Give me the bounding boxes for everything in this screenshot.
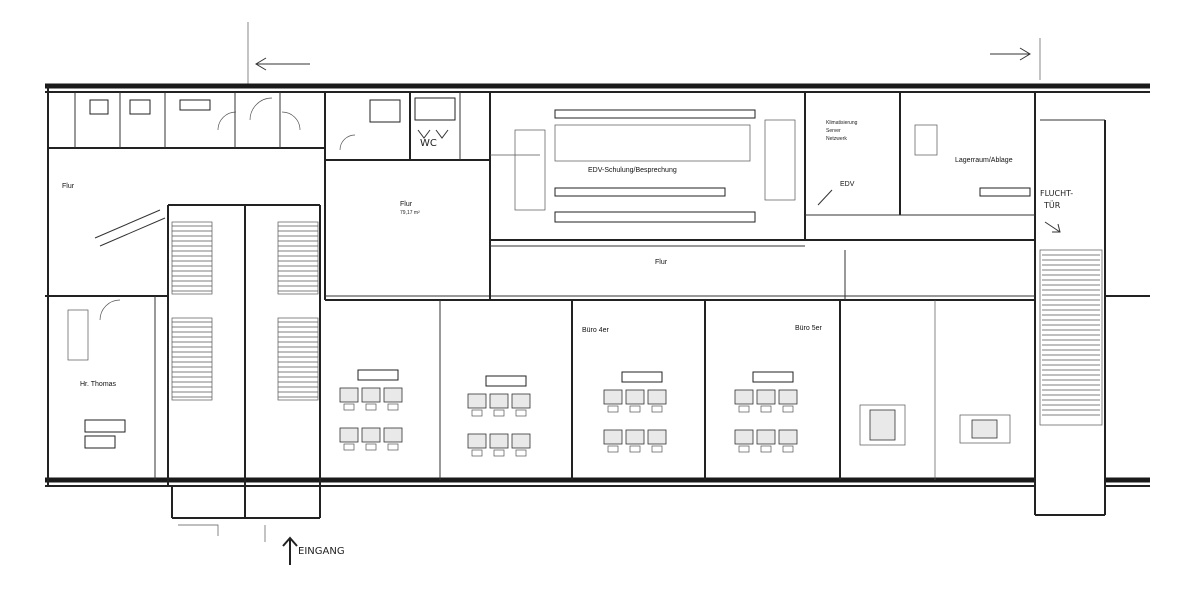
top-left-rooms	[48, 92, 490, 300]
stair-treads	[172, 225, 318, 398]
right-stairwell	[1039, 249, 1103, 426]
desk-cluster	[467, 375, 531, 457]
corridor-walls	[325, 92, 1035, 301]
wc-label: WC	[420, 138, 437, 149]
edv-label: EDV	[840, 181, 855, 188]
flur-main-label: Flur	[400, 201, 413, 208]
training-room-furniture	[490, 109, 796, 223]
desk-cluster	[339, 369, 403, 451]
flucht-label-1: FLUCHT-	[1040, 189, 1073, 198]
flur-center-label: Flur	[655, 259, 668, 266]
lagerraum-label: Lagerraum/Ablage	[955, 157, 1013, 164]
office-desk-groups	[339, 369, 798, 457]
desk-cluster	[603, 371, 667, 453]
svg-text:Server: Server	[826, 128, 841, 134]
svg-text:Klimatisierung: Klimatisierung	[826, 120, 858, 126]
left-stairwell	[167, 204, 321, 519]
flur-main-area: 79,17 m²	[400, 210, 420, 216]
left-arrow-icon	[247, 22, 310, 84]
flucht-label-2: TÜR	[1043, 200, 1061, 210]
exterior-walls	[45, 83, 1150, 516]
edv-schulung-label: EDV-Schulung/Besprechung	[588, 167, 677, 174]
flur-left-label: Flur	[62, 183, 75, 190]
office-hr-thomas	[67, 296, 156, 480]
server-list: Klimatisierung Server Netzwerk	[826, 120, 858, 142]
entrance-arrow-icon	[282, 536, 298, 565]
eingang-label: EINGANG	[298, 546, 345, 557]
right-arrow-icon	[990, 38, 1041, 80]
right-stair-treads	[1042, 254, 1100, 416]
svg-text:Netzwerk: Netzwerk	[826, 136, 847, 142]
hr-thomas-label: Hr. Thomas	[80, 381, 117, 388]
buero-5er-label: Büro 5er	[795, 325, 823, 332]
desk-cluster	[734, 371, 798, 453]
lower-office-walls	[439, 300, 936, 480]
buero-4er-label: Büro 4er	[582, 327, 610, 334]
